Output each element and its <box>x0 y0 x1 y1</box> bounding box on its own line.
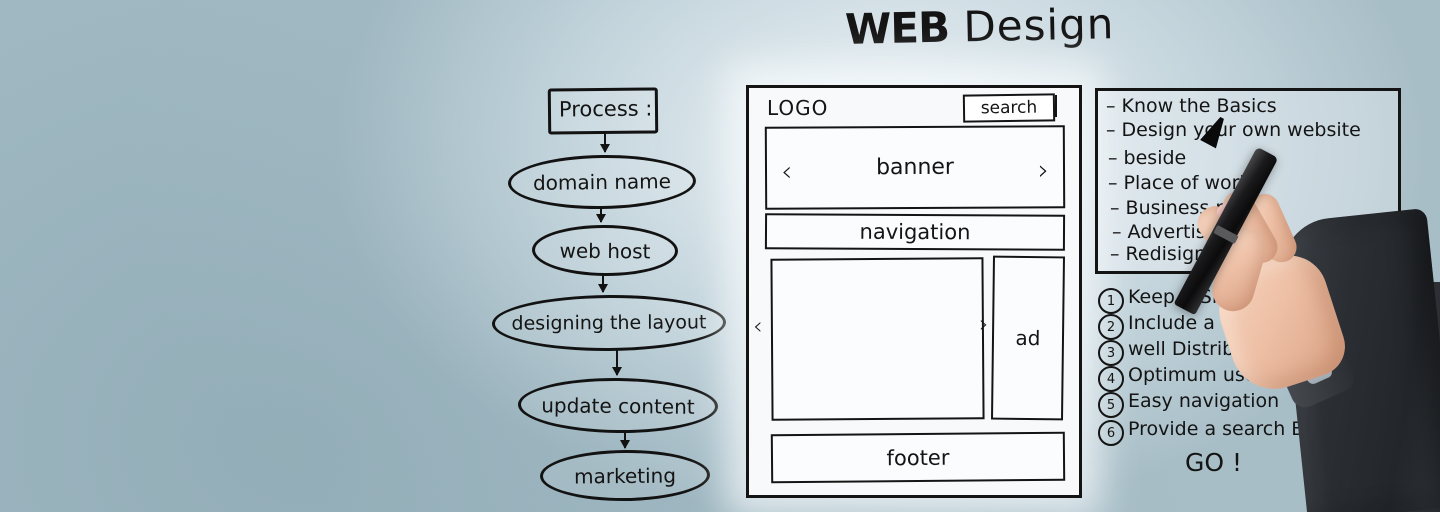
go-callout: GO ! <box>1185 448 1243 477</box>
list-number-badge: 1 <box>1098 288 1124 314</box>
wireframe-ad-sidebar: ad <box>991 255 1065 421</box>
process-step-marketing[interactable]: marketing <box>539 449 711 502</box>
wireframe-navigation-bar[interactable]: navigation <box>764 213 1066 251</box>
page-title: WEB Design <box>845 0 1115 54</box>
process-heading-box: Process : <box>547 87 659 135</box>
bullet-item: – Know the Basics <box>1106 95 1277 117</box>
chevron-right-icon[interactable]: › <box>1037 153 1050 187</box>
process-step-label: domain name <box>532 169 672 195</box>
flow-arrow-1 <box>600 132 610 153</box>
wireframe-search-box[interactable]: search <box>962 93 1056 123</box>
wireframe-logo: LOGO <box>767 96 829 120</box>
flow-arrow-3 <box>598 273 608 293</box>
wireframe-footer: footer <box>770 431 1066 484</box>
flow-arrow-2 <box>596 206 606 223</box>
list-number-badge: 6 <box>1098 420 1124 446</box>
numbered-item: Easy navigation <box>1128 390 1280 412</box>
wireframe-search-cursor <box>1055 95 1057 117</box>
flow-arrow-5 <box>620 430 630 449</box>
process-step-designing-the-layout[interactable]: designing the layout <box>491 294 727 352</box>
chevron-left-icon[interactable]: ‹ <box>780 154 793 188</box>
page-title-suffix: Design <box>948 0 1115 52</box>
process-step-label: marketing <box>573 463 677 488</box>
flow-arrow-4 <box>612 348 622 376</box>
wireframe-content-area <box>770 257 985 421</box>
content-chevron-right-icon[interactable]: › <box>979 310 989 338</box>
process-step-label: update content <box>541 392 695 419</box>
content-chevron-left-icon[interactable]: ‹ <box>753 312 763 340</box>
process-step-label: designing the layout <box>511 311 707 335</box>
process-step-label: web host <box>559 238 651 263</box>
bullet-item: – Place of work <box>1108 172 1251 194</box>
page-title-prefix: WEB <box>844 2 950 54</box>
list-number-badge: 5 <box>1098 392 1124 418</box>
list-number-badge: 2 <box>1098 314 1124 340</box>
wireframe-banner-label: banner <box>875 154 955 181</box>
numbered-item: Provide a search Box <box>1128 418 1327 440</box>
list-number-badge: 4 <box>1098 366 1124 392</box>
process-step-web-host[interactable]: web host <box>531 224 679 277</box>
bullet-item: – Design your own website <box>1106 119 1361 141</box>
process-step-update-content[interactable]: update content <box>517 376 719 435</box>
bullet-item: – beside <box>1108 147 1187 169</box>
website-wireframe: LOGO search banner ‹ › navigation ‹ › ad… <box>746 85 1082 498</box>
list-number-badge: 3 <box>1098 340 1124 366</box>
hand-with-marker <box>1173 110 1440 512</box>
process-heading-label: Process : <box>558 96 653 122</box>
wireframe-banner: banner ‹ › <box>764 125 1066 210</box>
process-step-domain-name[interactable]: domain name <box>507 153 697 211</box>
